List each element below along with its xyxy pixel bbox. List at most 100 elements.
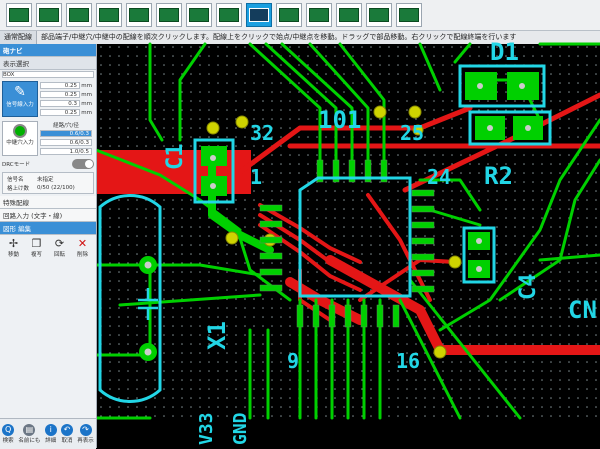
signal-info: 信号名 未指定 格上け数 0/50 (22/100) <box>2 172 94 194</box>
bottom-toolbar: Q 検索 ▤ 名前にも i 詳細 ↶ 取消 ↷ 再表示 <box>0 418 96 449</box>
search-icon: Q <box>2 424 15 436</box>
width-value-3[interactable]: 0.3 <box>40 100 80 107</box>
signal-name-value: 未指定 <box>37 176 54 183</box>
copy-button[interactable]: ❐ 複写 <box>27 237 47 259</box>
ref-c4: C4 <box>516 274 541 301</box>
delete-icon: ✕ <box>77 237 88 250</box>
pin-label-32: 32 <box>250 121 274 145</box>
signal-name-label: 信号名 <box>7 176 24 183</box>
tool-button-1[interactable] <box>6 3 32 27</box>
pin-label-24: 24 <box>427 165 451 189</box>
display-select-label: 表示選択 <box>0 57 96 70</box>
undo-button[interactable]: ↶ 取消 <box>61 424 73 444</box>
drc-label: DRCモード <box>2 162 31 168</box>
part-icon <box>339 8 359 22</box>
tool-button-3[interactable] <box>66 3 92 27</box>
ref-d1: D1 <box>490 38 519 66</box>
part-icon <box>399 8 419 22</box>
mode-tab[interactable]: 通常配線 <box>0 31 37 44</box>
undo-label: 取消 <box>61 438 73 444</box>
redo-button[interactable]: ↷ 再表示 <box>77 424 94 444</box>
redo-icon: ↷ <box>79 424 92 436</box>
rotate-icon: ⟳ <box>54 237 65 250</box>
pattern-input-button[interactable]: 回路入力 (文字・線) <box>0 209 96 222</box>
via-size-list: 経路/穴/径 0.6/0.3 0.6/0.3 1.0/0.5 <box>38 121 94 156</box>
toolbar <box>0 0 600 31</box>
move-icon: ✢ <box>8 237 19 250</box>
search-label: 検索 <box>2 438 14 444</box>
via-group: 中継穴入力 経路/穴/径 0.6/0.3 0.6/0.3 1.0/0.5 <box>0 119 96 158</box>
tool-button-7[interactable] <box>186 3 212 27</box>
part-icon <box>39 8 59 22</box>
info-label: 詳細 <box>45 438 57 444</box>
save-icon: ▤ <box>23 424 36 436</box>
tool-button-10[interactable] <box>276 3 302 27</box>
pin-label-16: 16 <box>396 349 420 373</box>
toggle-knob <box>85 160 93 168</box>
move-label: 移動 <box>7 252 19 258</box>
part-icon <box>309 8 329 22</box>
signal-count-value: 0/50 (22/100) <box>37 184 75 191</box>
part-icon <box>189 8 209 22</box>
edit-section-title: 図形 編集 <box>0 222 96 235</box>
width-value-2[interactable]: 0.25 <box>40 91 80 98</box>
via-input-button[interactable]: 中継穴入力 <box>2 121 38 156</box>
rotate-button[interactable]: ⟳ 回転 <box>50 237 70 259</box>
tool-button-12[interactable] <box>336 3 362 27</box>
tool-button-11[interactable] <box>306 3 332 27</box>
net-gnd: GND <box>230 412 251 445</box>
ref-r2: R2 <box>484 162 513 190</box>
net-v33: V33 <box>196 412 217 445</box>
width-value-1[interactable]: 0.25 <box>40 82 80 89</box>
part-icon <box>69 8 89 22</box>
tool-button-2[interactable] <box>36 3 62 27</box>
redo-label: 再表示 <box>77 438 94 444</box>
special-wiring-button[interactable]: 特殊配線 <box>0 196 96 209</box>
info-icon: i <box>44 424 57 436</box>
part-icon <box>159 8 179 22</box>
save-button[interactable]: ▤ 名前にも <box>18 424 40 444</box>
rotate-label: 回転 <box>53 252 65 258</box>
tool-button-8[interactable] <box>216 3 242 27</box>
edit-buttons: ✢ 移動 ❐ 複写 ⟳ 回転 ✕ 削除 <box>0 235 96 261</box>
tool-button-14[interactable] <box>396 3 422 27</box>
delete-button[interactable]: ✕ 削除 <box>73 237 93 259</box>
copy-icon: ❐ <box>31 237 42 250</box>
part-icon <box>219 8 239 22</box>
signal-count-label: 格上け数 <box>7 185 30 192</box>
part-icon <box>129 8 149 22</box>
part-icon <box>99 8 119 22</box>
via-icon <box>13 124 27 138</box>
delete-label: 削除 <box>76 252 88 258</box>
move-button[interactable]: ✢ 移動 <box>4 237 24 259</box>
hint-message: 部品端子/中継穴/中継中の配線を順次クリックします。配線上をクリックで始点/中継… <box>41 33 517 41</box>
undo-icon: ↶ <box>61 424 73 436</box>
width-unit: mm <box>81 82 92 89</box>
pin-label-9: 9 <box>287 349 299 373</box>
part-icon <box>369 8 389 22</box>
via-size-3[interactable]: 1.0/0.5 <box>40 148 92 155</box>
tool-button-6[interactable] <box>156 3 182 27</box>
drc-toggle[interactable] <box>72 159 94 169</box>
via-size-1[interactable]: 0.6/0.3 <box>40 130 92 137</box>
pin-label-1: 1 <box>250 165 262 189</box>
via-size-label: 経路/穴/径 <box>53 123 79 129</box>
tool-button-wiring-active[interactable] <box>246 3 272 27</box>
width-value-4[interactable]: 0.25 <box>40 109 80 116</box>
tool-button-13[interactable] <box>366 3 392 27</box>
tool-button-5[interactable] <box>126 3 152 27</box>
wiring-icon <box>249 8 269 22</box>
via-size-2[interactable]: 0.6/0.3 <box>40 139 92 146</box>
display-select[interactable]: BOX <box>2 71 94 78</box>
save-label: 名前にも <box>18 438 41 444</box>
tool-button-4[interactable] <box>96 3 122 27</box>
copy-label: 複写 <box>30 252 42 258</box>
search-button[interactable]: Q 検索 <box>2 424 15 444</box>
wire-input-button[interactable]: ✎ 信号線入力 <box>2 81 38 117</box>
ref-c1: C1 <box>163 144 188 171</box>
info-button[interactable]: i 詳細 <box>44 424 57 444</box>
ic-pads <box>259 159 435 328</box>
